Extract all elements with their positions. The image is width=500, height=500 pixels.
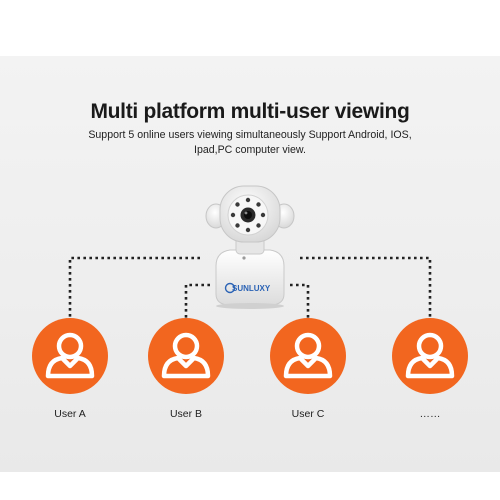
user-avatar-icon bbox=[32, 318, 108, 394]
subline-line-1: Support 5 online users viewing simultane… bbox=[88, 129, 412, 141]
user-card-c: User C bbox=[270, 318, 346, 420]
user-avatar-icon bbox=[270, 318, 346, 394]
camera-brand-logo: SUNLUXY bbox=[232, 284, 271, 293]
user-avatar-icon bbox=[148, 318, 224, 394]
page-subline: Support 5 online users viewing simultane… bbox=[0, 128, 500, 158]
subline-line-2: Ipad,PC computer view. bbox=[194, 144, 306, 156]
connector-to-user-c bbox=[290, 283, 310, 318]
connector-to-user-b bbox=[184, 283, 210, 318]
connector-to-user-a bbox=[68, 256, 200, 318]
user-label: User A bbox=[54, 408, 86, 420]
connector-to-more-users bbox=[300, 256, 432, 318]
user-card-a: User A bbox=[32, 318, 108, 420]
user-label: User B bbox=[169, 408, 203, 420]
user-label: …… bbox=[419, 408, 441, 420]
user-label: User C bbox=[291, 408, 325, 420]
user-avatar-icon bbox=[392, 318, 468, 394]
page-headline: Multi platform multi-user viewing bbox=[90, 100, 410, 123]
ip-camera-icon: SUNLUXY bbox=[196, 182, 304, 310]
user-card-b: User B bbox=[148, 318, 224, 420]
user-card-more: …… bbox=[392, 318, 468, 420]
